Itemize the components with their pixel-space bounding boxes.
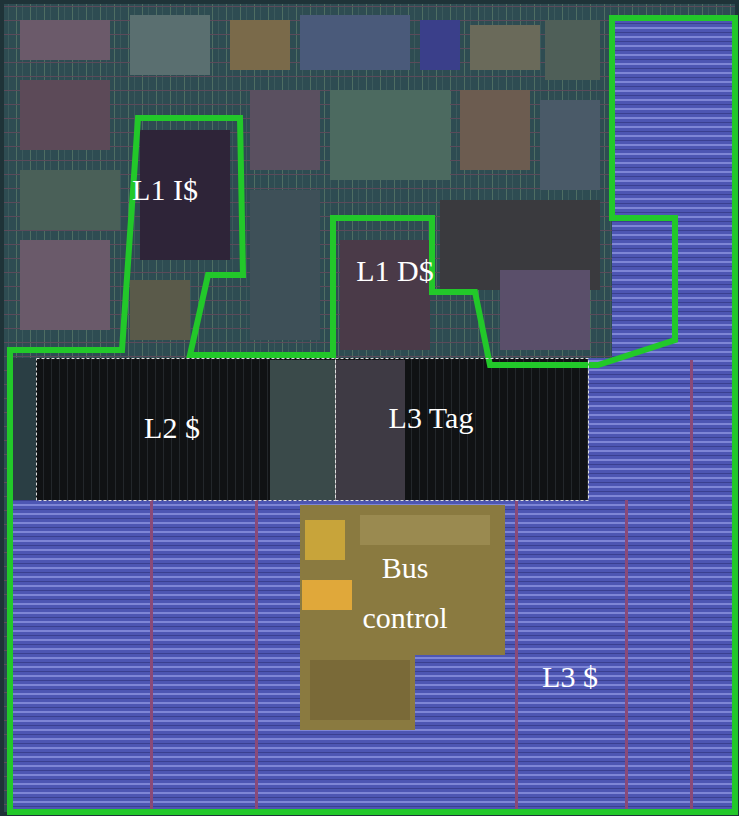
cache-region: L2 $ — [37, 359, 335, 500]
cache-region: L3 Tag — [336, 359, 588, 500]
cache-label: L1 D$ — [355, 240, 435, 302]
region-label: Bus control — [345, 543, 465, 643]
region-label: L3 Tag — [356, 401, 506, 435]
bus-control-block: Bus control — [300, 505, 505, 730]
region-label: L2 $ — [87, 411, 257, 445]
cache-label: L3 $ — [510, 660, 630, 694]
cache-label: L1 I$ — [130, 160, 200, 220]
